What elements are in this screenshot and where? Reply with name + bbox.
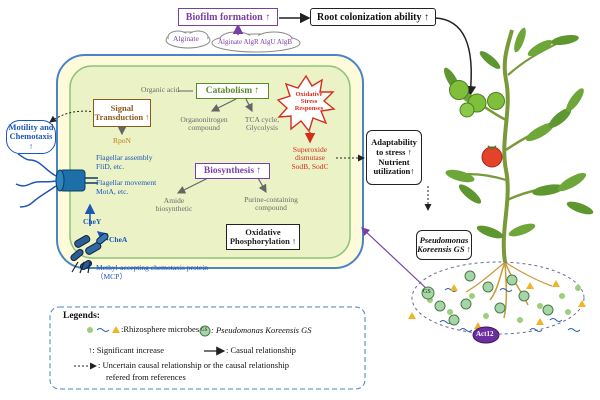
legend-significant: ↑: Significant increase <box>88 345 165 355</box>
oxidative-phosphorylation-box: Oxidative Phosphorylation ↑ <box>226 224 300 250</box>
root-colonization-box: Root colonization ability ↑ <box>310 8 436 26</box>
signal-transduction-label: Signal Transduction ↑ <box>94 102 150 122</box>
gs-colonies <box>421 270 554 326</box>
pseudomonas-label: Pseudomonas Koreensis GS ↑ <box>417 234 471 254</box>
root-colonization-label: Root colonization ability ↑ <box>317 11 429 23</box>
legend-gs-badge: GS <box>201 328 208 333</box>
legend-gs-item: : Pseudomonas Koreensis GS <box>211 325 312 335</box>
alginate-label: Alginate <box>173 34 199 43</box>
purine-compound-label: Purine-containing compound <box>244 195 298 212</box>
biofilm-formation-label: Biofilm formation ↑ <box>185 11 271 23</box>
biosynthesis-label: Biosynthesis ↑ <box>203 166 262 176</box>
adaptability-label: Adaptability to stress ↑ Nutrient utiliz… <box>371 136 417 177</box>
motility-chemotaxis-label: Motility and Chemotaxis ↑ <box>8 121 54 151</box>
act12-blob <box>472 326 500 344</box>
rpon-label: RpoN <box>113 136 131 145</box>
organic-acid-label: Organic acid <box>141 85 180 94</box>
adaptability-box: Adaptability to stress ↑ Nutrient utiliz… <box>366 130 422 185</box>
chea-label: CheA <box>109 235 128 244</box>
legend-box <box>49 306 366 390</box>
mcp-receptors <box>70 232 109 274</box>
oxidative-phosphorylation-label: Oxidative Phosphorylation ↑ <box>229 226 297 246</box>
flagellum-motor <box>15 153 98 208</box>
tca-glycolysis-label: TCA cycle, Glycolysis <box>244 115 280 132</box>
flagellar-assembly-label: Flagellar assembly FliD, etc. <box>96 153 153 171</box>
biosynthesis-box: Biosynthesis ↑ <box>195 163 270 179</box>
alginate-genes-cloud <box>211 31 301 53</box>
mcp-label: Methyl-accepting chemotaxis protein（MCP） <box>96 263 209 281</box>
amide-biosynthetic-label: Amide biosynthetic <box>155 196 193 213</box>
alginate-cloud <box>165 30 211 49</box>
oxidative-stress-label: Oxidative Stress Responses <box>294 91 324 112</box>
biofilm-formation-box: Biofilm formation ↑ <box>178 8 278 26</box>
chey-label: CheY <box>83 217 102 226</box>
act12-label: Act12 <box>476 330 494 338</box>
pseudomonas-box: Pseudomonas Koreensis GS ↑ <box>416 230 472 260</box>
legend-title: Legends: <box>63 311 100 321</box>
oxidative-stress-burst <box>276 74 336 133</box>
legend-uncertain: : Uncertain causal relationship or the c… <box>98 360 289 370</box>
alginate-genes-label: Alginate AlgR AlgU AlgB <box>218 38 293 46</box>
catabolism-box: Catabolism ↑ <box>196 83 269 99</box>
legend-uncertain-2: refered from references <box>106 372 186 382</box>
motility-chemotaxis-box: Motility and Chemotaxis ↑ <box>6 120 56 154</box>
rhizosphere-zone <box>411 261 585 335</box>
flagellar-movement-label: Flagellar movement MotA, etc. <box>96 178 157 196</box>
gs-colony-label: GS <box>423 289 431 295</box>
catabolism-label: Catabolism ↑ <box>205 86 260 96</box>
signal-transduction-box: Signal Transduction ↑ <box>93 99 151 127</box>
organonitrogen-label: Organonitrogen compound <box>180 115 228 132</box>
legend-causal: : Casual relationship <box>226 345 296 355</box>
legend-rhizosphere: :Rhizosphere microbes <box>121 324 200 334</box>
tomato-plant <box>443 27 594 319</box>
rhizosphere-microbes <box>408 280 586 332</box>
superoxide-dismutase-label: Superoxide dismutase SodB, SodC <box>291 145 329 171</box>
